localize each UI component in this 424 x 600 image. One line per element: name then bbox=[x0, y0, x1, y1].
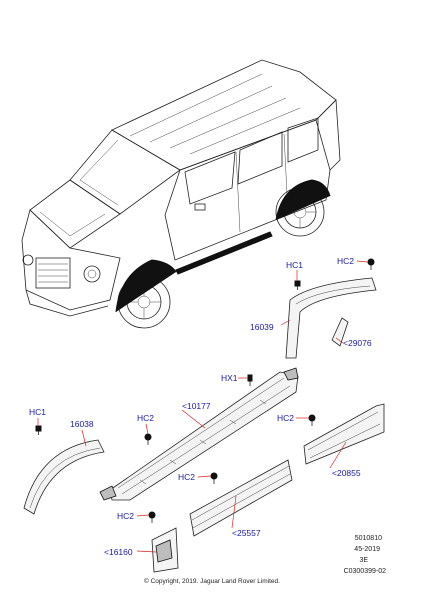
label-hc2-right: HC2 bbox=[277, 413, 294, 423]
clip-hc2-bottom bbox=[148, 511, 156, 523]
clip-hx1 bbox=[247, 374, 253, 386]
front-arch-part bbox=[23, 439, 105, 515]
clip-hc1-left bbox=[35, 425, 42, 435]
clip-hc2-lower bbox=[210, 472, 218, 484]
label-16160: <16160 bbox=[104, 547, 133, 557]
ref-line-2: 45-2019 bbox=[354, 546, 380, 553]
clip-hc1-top bbox=[294, 280, 301, 290]
vehicle-illustration bbox=[21, 59, 341, 329]
rear-arch-part bbox=[285, 277, 377, 359]
label-16038: 16038 bbox=[70, 419, 94, 429]
label-10177: <10177 bbox=[182, 401, 211, 411]
label-hc2-top: HC2 bbox=[337, 256, 354, 266]
label-hc1-left: HC1 bbox=[29, 407, 46, 417]
label-25557: <25557 bbox=[232, 528, 261, 538]
label-hx1: HX1 bbox=[221, 373, 238, 383]
clip-hc2-right bbox=[308, 414, 316, 426]
leader-lines bbox=[37, 260, 369, 553]
label-hc2-mid: HC2 bbox=[137, 413, 154, 423]
ref-line-1: 5010810 bbox=[355, 535, 382, 542]
label-hc1-top: HC1 bbox=[286, 260, 303, 270]
label-hc2-lower: HC2 bbox=[178, 472, 195, 482]
clip-hc2-mid bbox=[144, 433, 152, 445]
sill-part bbox=[99, 367, 299, 501]
ref-line-3: 3E bbox=[359, 557, 368, 564]
label-20855: <20855 bbox=[332, 468, 361, 478]
label-16039: 16039 bbox=[250, 322, 274, 332]
door-lower-trim-part bbox=[189, 459, 293, 537]
front-bracket-part bbox=[151, 527, 179, 573]
label-29076: <29076 bbox=[343, 338, 372, 348]
clip-hc2-top bbox=[367, 258, 375, 270]
ref-line-4: C0300399-02 bbox=[344, 568, 387, 575]
rear-lower-trim-part bbox=[303, 403, 385, 465]
label-hc2-bottom: HC2 bbox=[117, 511, 134, 521]
copyright-text: © Copyright, 2019. Jaguar Land Rover Lim… bbox=[144, 577, 280, 585]
